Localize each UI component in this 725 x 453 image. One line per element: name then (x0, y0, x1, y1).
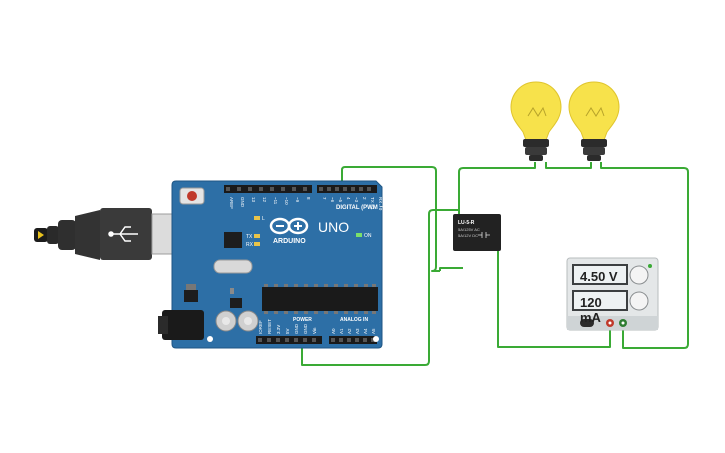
wire-relay-to-supply[interactable] (497, 250, 611, 348)
crystal (213, 259, 253, 274)
pin-label: 12 (262, 197, 267, 203)
usb-chip (224, 232, 242, 248)
wire-digital-to-relay-return[interactable] (439, 267, 463, 271)
usb-plug-icon (38, 231, 44, 239)
pin-label: AREF (229, 197, 234, 209)
light-bulb-1[interactable] (510, 81, 562, 161)
pin-label: 5V (285, 328, 290, 334)
wire-bulb1-to-bulb2[interactable] (545, 162, 592, 169)
reset-button[interactable] (187, 191, 197, 201)
dc-power-jack[interactable] (162, 310, 204, 340)
led-rx-label: RX (246, 242, 254, 248)
led-l-label: L (262, 216, 265, 222)
pin-label: ~10 (284, 197, 289, 205)
current-display: 120 mA (572, 290, 628, 325)
relay-rating-dc: 5A/12V DC (458, 233, 478, 238)
pin-label: ~3 (354, 197, 359, 203)
top-header-left[interactable] (224, 185, 312, 193)
pin-label: Vin (312, 327, 317, 334)
voltage-knob[interactable] (629, 265, 649, 285)
pin-label: A2 (347, 328, 352, 334)
pin-label: GND (240, 197, 245, 208)
analog-header[interactable] (329, 336, 377, 344)
pin-label: 2 (362, 197, 367, 200)
wire-gnd-to-relay[interactable] (301, 209, 460, 366)
relay-rating-ac: 5A/125V AC (458, 227, 480, 232)
light-bulb-2[interactable] (568, 81, 620, 161)
wire-relay-to-bulb1[interactable] (458, 162, 536, 236)
pin-label: A3 (355, 328, 360, 334)
arduino-logo-icon (269, 217, 309, 235)
led-tx-label: TX (246, 234, 253, 240)
relay-title: LU-5-R (458, 220, 475, 226)
pin-label: A5 (371, 328, 376, 334)
pin-label: 13 (251, 197, 256, 203)
voltage-regulator (184, 290, 198, 302)
bulb-2-base (581, 139, 607, 147)
on-label: ON (364, 233, 372, 239)
wire-bulb2-to-supply[interactable] (600, 162, 689, 349)
led-tx (254, 234, 260, 238)
pin-label: ~11 (273, 197, 278, 205)
power-label: POWER (293, 317, 312, 323)
bulb-1-base (523, 139, 549, 147)
pin-label: ~9 (295, 197, 300, 203)
voltage-display: 4.50 V (572, 264, 628, 285)
pin-label: GND (294, 323, 299, 334)
power-switch[interactable] (580, 319, 594, 327)
relay-contact-icon (478, 232, 490, 238)
led-rx (254, 242, 260, 246)
on-led (356, 233, 362, 237)
pin-label: GND (303, 323, 308, 334)
pin-label: ~5 (338, 197, 343, 203)
usb-symbol-icon (108, 226, 138, 242)
pin-label: 7 (322, 197, 327, 200)
pin-label: A0 (331, 328, 336, 334)
pin-label: ~6 (330, 197, 335, 203)
pin-label: RESET (267, 319, 272, 334)
relay[interactable]: LU-5-R 5A/125V AC 5A/12V DC (453, 214, 501, 251)
led-l (254, 216, 260, 220)
analog-label: ANALOG IN (340, 317, 368, 323)
pin-label: 8 (306, 197, 311, 200)
power-indicator (648, 264, 652, 268)
wires (301, 162, 689, 366)
brand-label: ARDUINO (273, 238, 306, 245)
pin-label: 4 (346, 197, 351, 200)
model-label: UNO (318, 219, 349, 235)
current-knob[interactable] (629, 291, 649, 311)
pin-label: RX←0 (378, 197, 383, 211)
wire-digital-to-relay[interactable] (341, 166, 440, 272)
digital-label: DIGITAL (PWM ~) (336, 205, 385, 211)
pin-label: A1 (339, 328, 344, 334)
pin-label: IOREF (258, 320, 263, 334)
pin-label: A4 (363, 328, 368, 334)
pin-label: 3.3V (276, 325, 281, 334)
atmega-chip (262, 287, 378, 311)
pin-label: TX→1 (370, 197, 375, 210)
